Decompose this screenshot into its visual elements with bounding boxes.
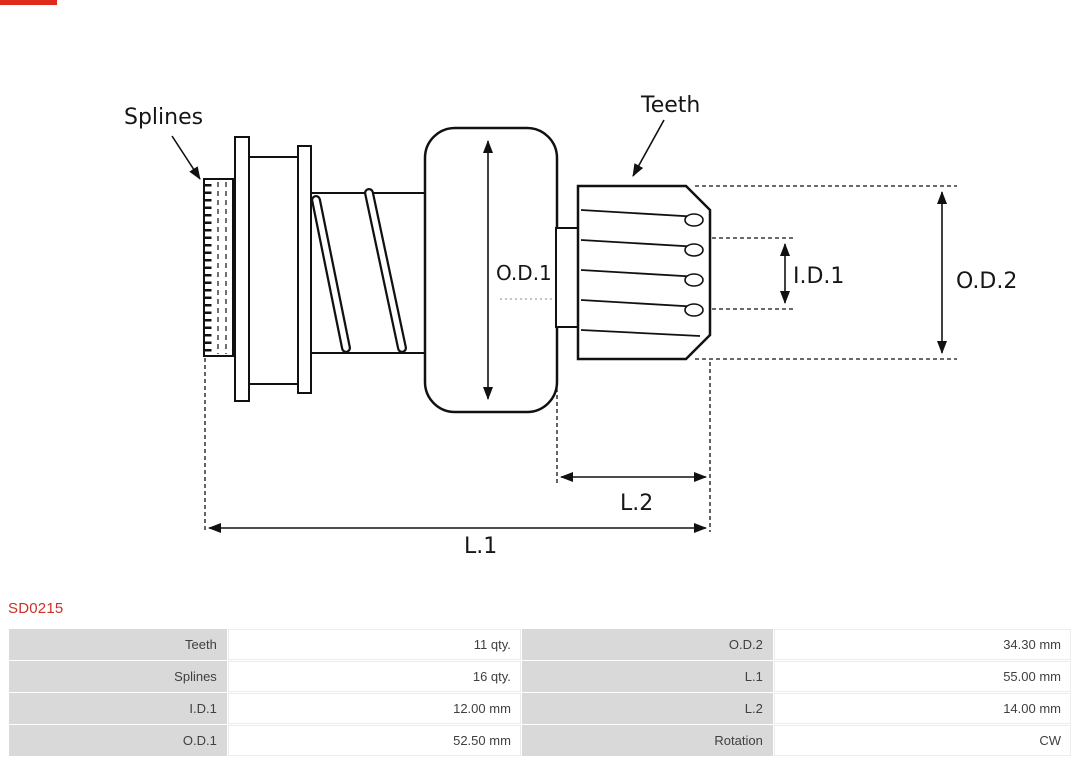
step-shaft: [555, 227, 580, 328]
table-row: O.D.1 52.50 mm Rotation CW: [9, 725, 1071, 756]
table-row: I.D.1 12.00 mm L.2 14.00 mm: [9, 693, 1071, 724]
tooth-end-radii: [684, 213, 704, 317]
table-row: Splines 16 qty. L.1 55.00 mm: [9, 661, 1071, 692]
spec-value: 55.00 mm: [773, 661, 1071, 692]
spec-label: O.D.2: [521, 629, 773, 660]
top-left-red-mark: [0, 0, 57, 5]
splines-leader-arrow: [171, 135, 201, 180]
id1-label: I.D.1: [793, 264, 844, 289]
pinion-gear: [576, 184, 712, 361]
spec-label: Rotation: [521, 725, 773, 756]
spec-label: L.1: [521, 661, 773, 692]
spec-value: 16 qty.: [227, 661, 521, 692]
spec-value: 11 qty.: [227, 629, 521, 660]
teeth-label: Teeth: [640, 93, 700, 118]
spec-value: CW: [773, 725, 1071, 756]
splined-shaft: [203, 178, 234, 357]
dashed-extension-lines: [204, 185, 957, 532]
spec-label: Splines: [9, 661, 227, 692]
spec-value: 52.50 mm: [227, 725, 521, 756]
clutch-flanges: [234, 136, 312, 402]
od1-label: O.D.1: [496, 261, 552, 285]
dimension-lines: [171, 119, 947, 533]
splines-label: Splines: [124, 105, 203, 130]
teeth-leader-arrow: [632, 119, 665, 177]
spec-value: 14.00 mm: [773, 693, 1071, 724]
spec-value: 12.00 mm: [227, 693, 521, 724]
spec-label: O.D.1: [9, 725, 227, 756]
spec-label: I.D.1: [9, 693, 227, 724]
spec-label: L.2: [521, 693, 773, 724]
spec-value: 34.30 mm: [773, 629, 1071, 660]
spec-label: Teeth: [9, 629, 227, 660]
l2-label: L.2: [620, 491, 653, 516]
od2-label: O.D.2: [956, 269, 1017, 294]
part-code: SD0215: [8, 600, 64, 617]
technical-diagram: Splines Teeth O.D.1 I.D.1 O.D.2 L.2 L.1: [124, 93, 1017, 559]
l1-label: L.1: [464, 534, 497, 559]
spring: [311, 188, 407, 353]
table-row: Teeth 11 qty. O.D.2 34.30 mm: [9, 629, 1071, 660]
spec-table: Teeth 11 qty. O.D.2 34.30 mm Splines 16 …: [8, 628, 1072, 757]
